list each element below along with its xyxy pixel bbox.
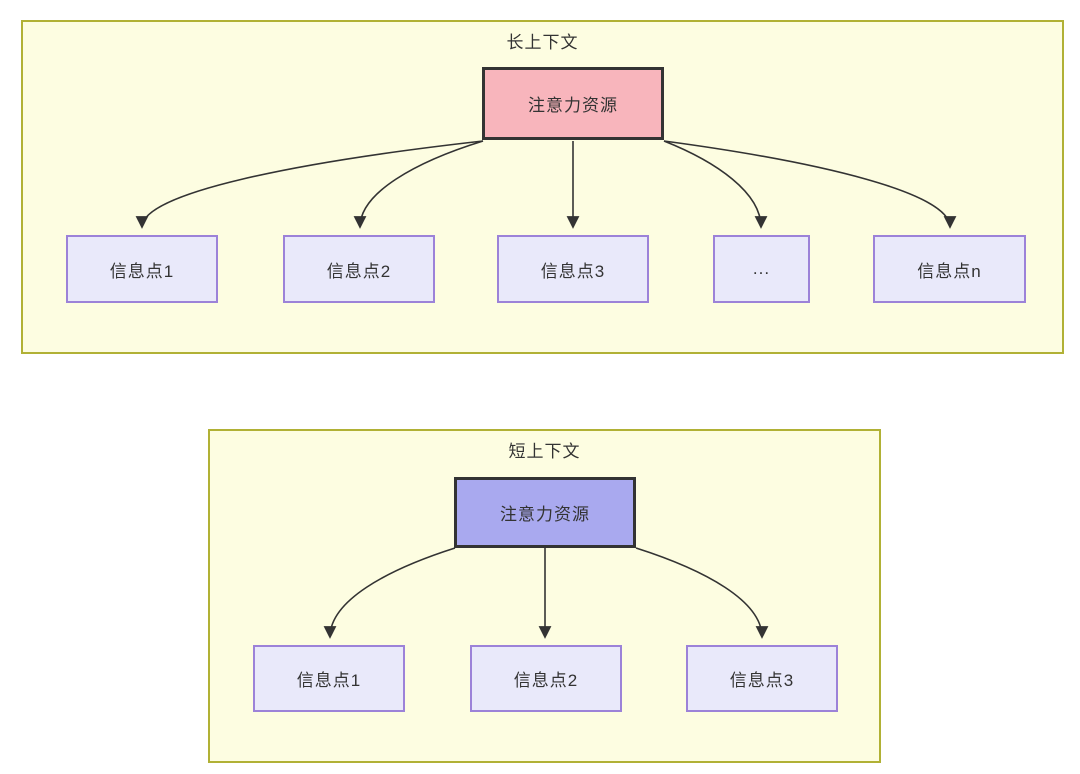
short-info-point-2: 信息点2: [470, 645, 622, 712]
long-info-point-ellipsis: ...: [713, 235, 810, 303]
short-info-point-3: 信息点3: [686, 645, 838, 712]
long-info-point-1: 信息点1: [66, 235, 218, 303]
short-attention-resource-box: 注意力资源: [454, 477, 636, 548]
long-info-point-2: 信息点2: [283, 235, 435, 303]
long-context-title: 长上下文: [506, 33, 579, 52]
short-context-title: 短上下文: [508, 442, 581, 461]
long-attention-resource-box: 注意力资源: [482, 67, 664, 140]
long-info-point-3: 信息点3: [497, 235, 649, 303]
short-info-point-1: 信息点1: [253, 645, 405, 712]
long-info-point-n: 信息点n: [873, 235, 1026, 303]
